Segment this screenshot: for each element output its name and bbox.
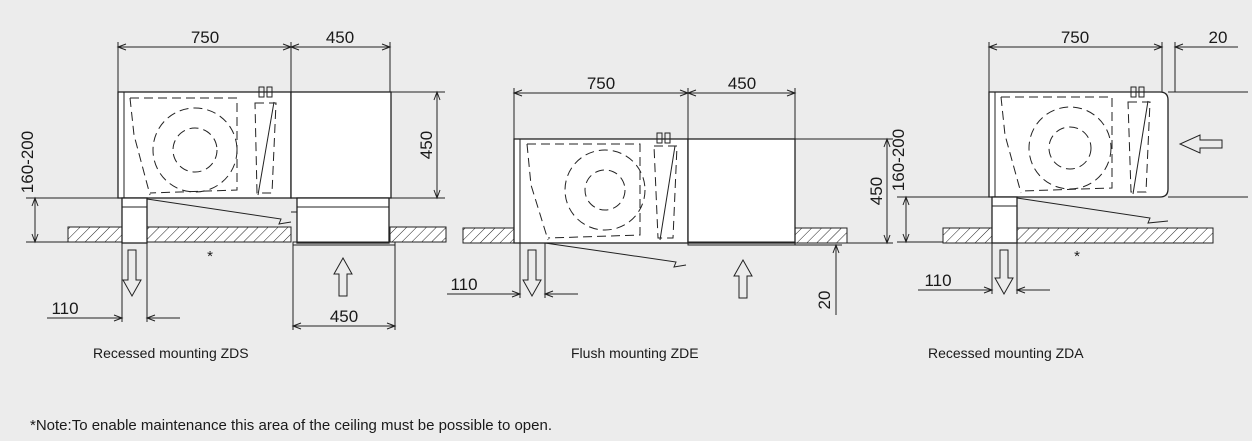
- dim-height-range: 160-200: [889, 129, 989, 244]
- dim-unit-width: 750 450: [512, 74, 797, 139]
- dim-label-plenum-width: 450: [728, 74, 756, 93]
- ceiling-hatch: [67, 226, 447, 243]
- dim-unit-width: 750 450: [116, 28, 392, 92]
- hatched-ceiling-icon: [389, 226, 447, 243]
- fan-icon: [526, 132, 678, 241]
- caption-zda: Recessed mounting ZDA: [928, 345, 1084, 361]
- unit-housing: [988, 91, 1169, 244]
- arrow-down-icon: [994, 249, 1014, 296]
- dim-outlet: 110: [918, 243, 1050, 294]
- dim-label-gap: 20: [1209, 28, 1228, 47]
- hatched-ceiling-icon: [67, 226, 124, 243]
- dim-unit-height: 450: [391, 90, 445, 200]
- arrow-down-icon: [522, 249, 542, 298]
- hatched-ceiling-icon: [462, 227, 517, 244]
- fan-icon: [129, 86, 277, 196]
- caption-zde: Flush mounting ZDE: [571, 345, 699, 361]
- dim-label-outlet: 110: [51, 299, 78, 318]
- arrow-up-icon: [733, 258, 753, 299]
- unit-housing: [117, 91, 396, 246]
- arrow-up-icon: [333, 256, 353, 297]
- ceiling-hatch: [942, 227, 1214, 244]
- dim-label-height-range: 160-200: [18, 131, 37, 193]
- caption-zds: Recessed mounting ZDS: [93, 345, 249, 361]
- dim-reference-lines: [1168, 91, 1248, 198]
- dim-unit-width: 750 20: [987, 28, 1238, 92]
- dim-label-frame: 20: [815, 291, 834, 310]
- dim-label-unit-height: 450: [867, 177, 886, 205]
- panel-zde: 750 450 450 110 20: [447, 74, 893, 315]
- dim-label-unit-height: 450: [417, 131, 436, 159]
- dim-outlet: 110: [47, 243, 180, 322]
- dim-label-outlet: 110: [450, 275, 477, 294]
- dim-label-height-range: 160-200: [889, 129, 908, 191]
- note-marker: *: [1074, 248, 1080, 265]
- dim-label-unit-width: 750: [587, 74, 615, 93]
- arrow-down-icon: [122, 249, 142, 298]
- hatched-ceiling-icon: [145, 226, 292, 243]
- dim-label-plenum-width: 450: [326, 28, 354, 47]
- dim-label-unit-width: 750: [191, 28, 219, 47]
- dim-inlet: 450: [291, 245, 397, 330]
- dim-frame: 20: [795, 243, 842, 315]
- dim-label-inlet: 450: [330, 307, 358, 326]
- hatched-ceiling-icon: [1016, 227, 1214, 244]
- dim-unit-height: 450: [795, 137, 893, 245]
- dim-label-unit-width: 750: [1061, 28, 1089, 47]
- footnote: *Note:To enable maintenance this area of…: [30, 417, 552, 434]
- ceiling-hatch: [462, 227, 848, 244]
- dim-label-outlet: 110: [924, 271, 951, 290]
- panel-zda: 750 20 160-200 110 *: [889, 28, 1248, 296]
- dim-height-range: 160-200: [18, 131, 118, 244]
- panel-zds: 750 450 450 160-200 110: [18, 28, 447, 330]
- fan-icon: [1000, 86, 1151, 195]
- unit-housing: [513, 138, 796, 268]
- arrow-left-icon: [1178, 134, 1223, 154]
- dim-outlet: 110: [447, 243, 578, 298]
- hatched-ceiling-icon: [942, 227, 993, 244]
- hatched-ceiling-icon: [794, 227, 848, 244]
- note-marker: *: [207, 248, 213, 265]
